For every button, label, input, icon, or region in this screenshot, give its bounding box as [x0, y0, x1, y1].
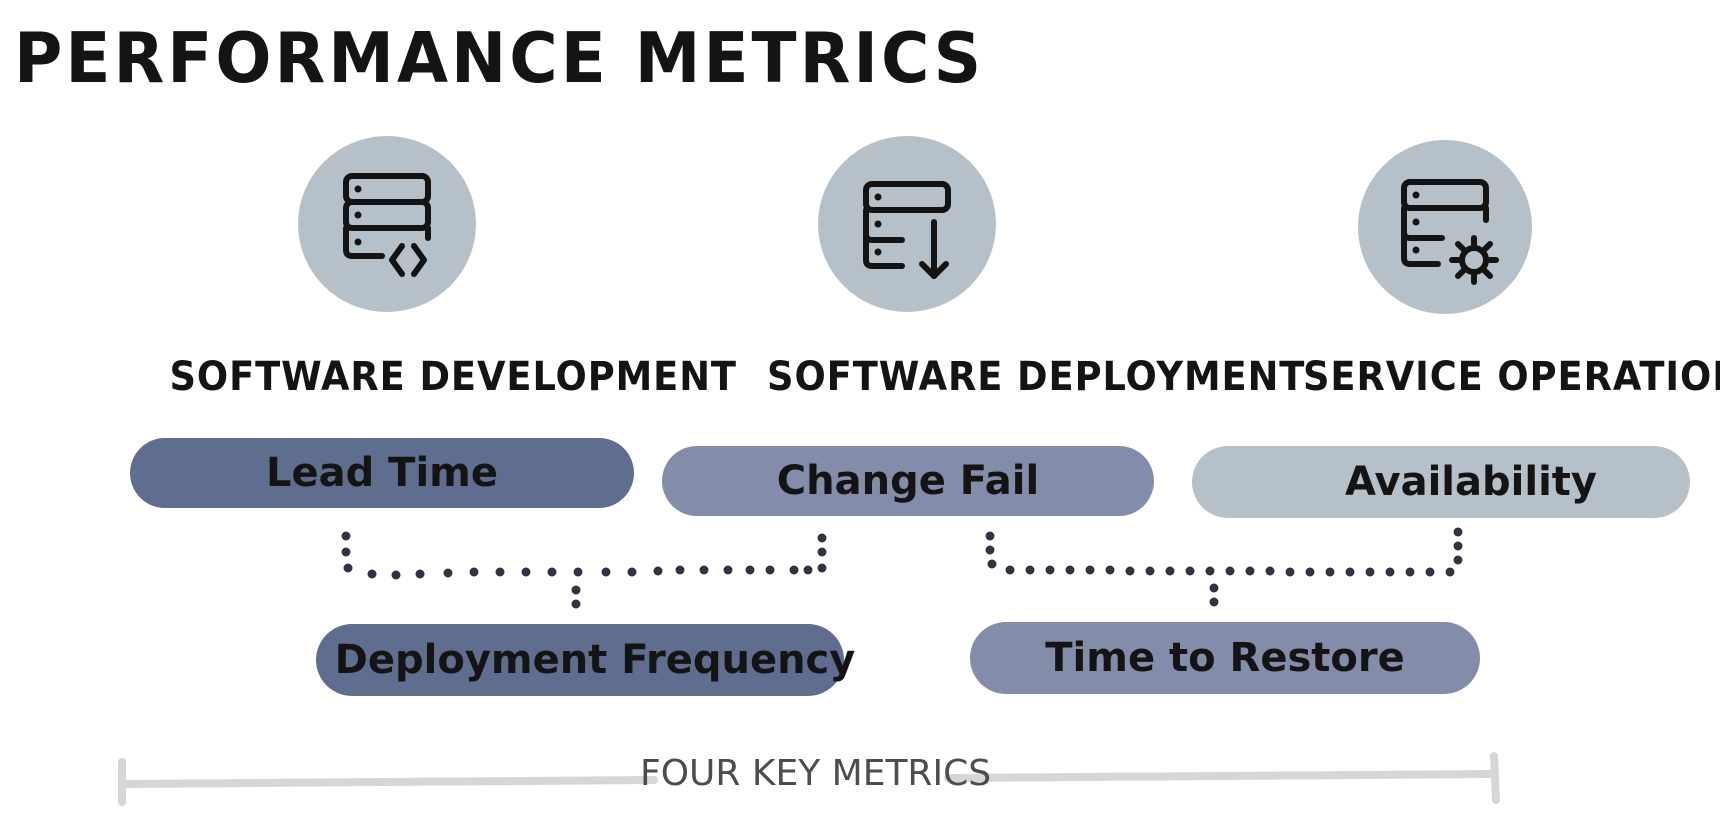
metric-pill-lead-time: Lead Time: [130, 438, 634, 508]
metric-label: Deployment Frequency: [334, 637, 856, 683]
metric-pill-change-fail: Change Fail: [662, 446, 1154, 516]
metric-pill-deployment-frequency: Deployment Frequency: [316, 624, 855, 696]
category-service-operation: SERVICE OPERATION: [1302, 354, 1720, 400]
service-operation-icon-circle: [1358, 140, 1532, 314]
metric-label: Time to Restore: [1045, 635, 1405, 681]
page-title: PERFORMANCE METRICS: [14, 17, 985, 99]
metric-pill-availability: Availability: [1192, 446, 1690, 518]
metric-label: Lead Time: [266, 450, 498, 496]
server-gear-icon: [1401, 179, 1499, 285]
category-software-development: SOFTWARE DEVELOPMENT: [169, 354, 737, 400]
metric-label: Availability: [1345, 459, 1597, 505]
category-software-deployment: SOFTWARE DEPLOYMENT: [767, 354, 1306, 400]
footer-label: FOUR KEY METRICS: [640, 753, 992, 794]
software-deployment-icon-circle: [818, 136, 996, 312]
software-development-icon-circle: [298, 136, 476, 312]
metric-pill-time-to-restore: Time to Restore: [970, 622, 1480, 694]
server-download-icon: [863, 181, 951, 279]
server-code-icon: [343, 173, 431, 277]
metric-label: Change Fail: [776, 458, 1040, 504]
